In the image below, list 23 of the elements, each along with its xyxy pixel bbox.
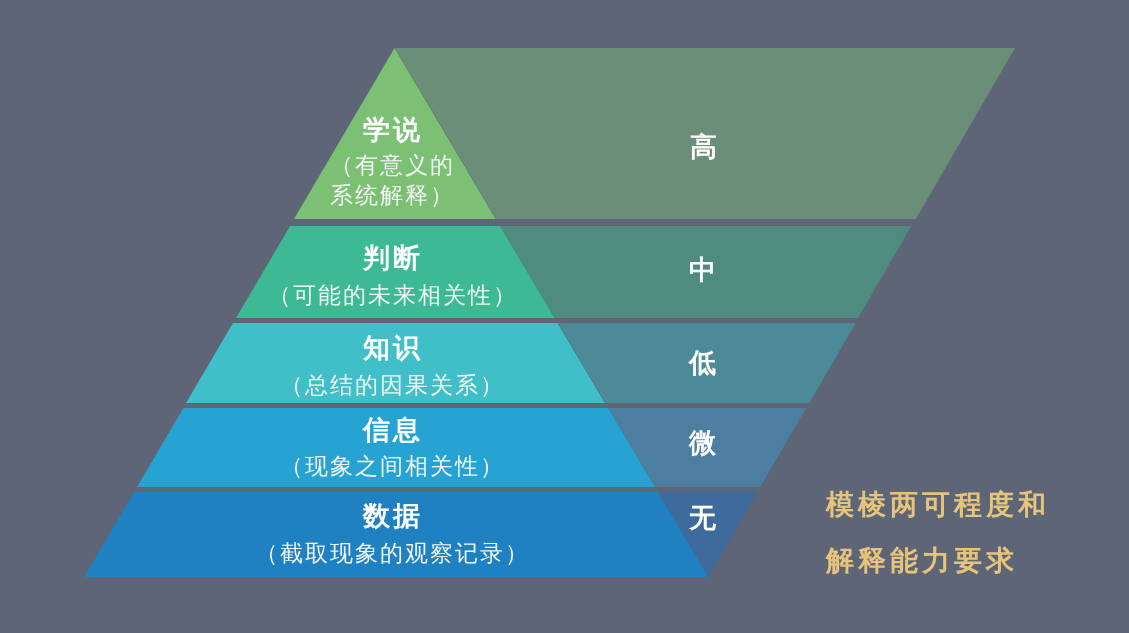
level-band bbox=[557, 323, 856, 403]
level-text: 中 bbox=[689, 253, 717, 287]
pyramid-layer bbox=[186, 323, 606, 403]
layer-description: （现象之间相关性） bbox=[279, 452, 506, 481]
side-note: 模棱两可程度和解释能力要求 bbox=[826, 487, 1051, 579]
pyramid-layer bbox=[236, 226, 555, 318]
level-text: 低 bbox=[689, 346, 717, 380]
layer-title: 学说 bbox=[362, 113, 424, 147]
layer-description: （可能的未来相关性） bbox=[267, 281, 518, 310]
level-band bbox=[500, 226, 912, 318]
level-band bbox=[608, 408, 807, 487]
pyramid-layer bbox=[136, 408, 655, 487]
level-band bbox=[657, 492, 758, 577]
layer-title: 信息 bbox=[361, 413, 424, 447]
level-text: 高 bbox=[689, 130, 717, 164]
layer-description: （总结的因果关系） bbox=[279, 371, 506, 400]
layer-description: （截取现象的观察记录） bbox=[254, 539, 531, 568]
layer-title: 知识 bbox=[362, 331, 424, 365]
level-text: 无 bbox=[689, 501, 717, 535]
level-text: 微 bbox=[689, 426, 717, 460]
layer-description: （有意义的系统解释） bbox=[329, 151, 457, 210]
layer-title: 判断 bbox=[362, 241, 424, 275]
layer-title: 数据 bbox=[361, 499, 424, 533]
